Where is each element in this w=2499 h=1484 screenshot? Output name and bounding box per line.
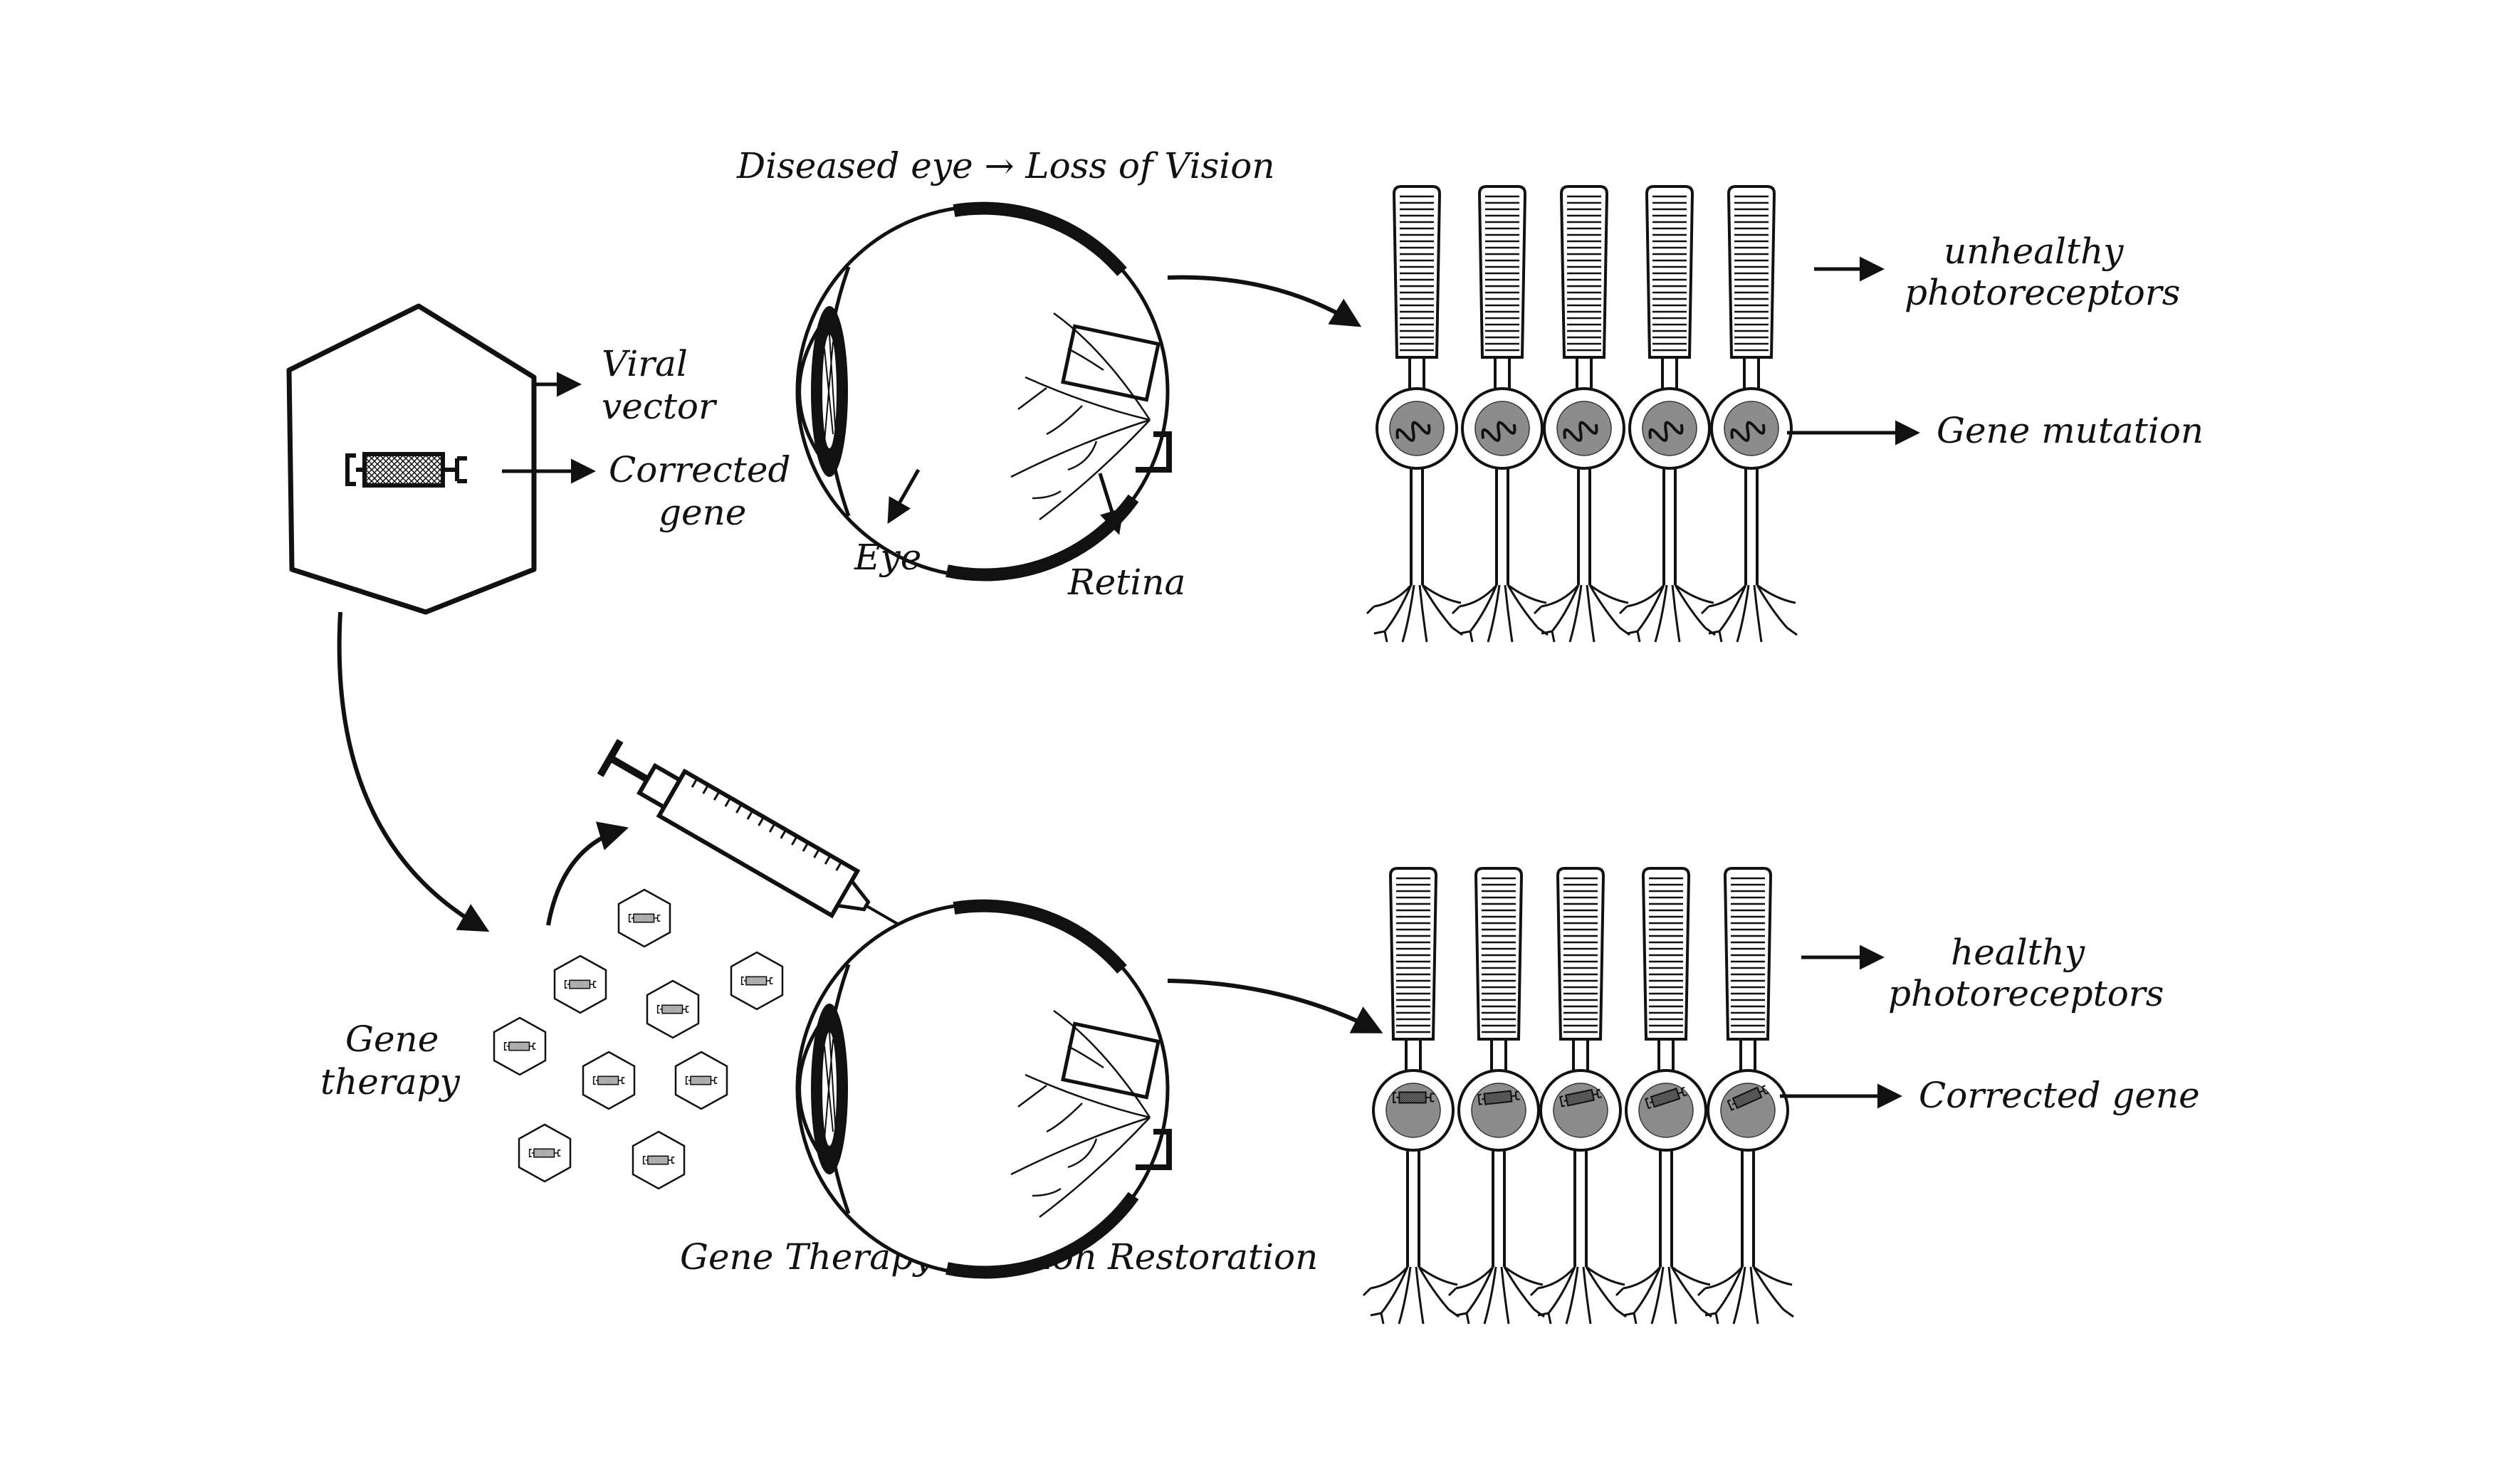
healthy-photoreceptor: [1362, 867, 1460, 1325]
gene-therapy-label-line1: Gene: [345, 1019, 439, 1060]
unhealthy-photoreceptor: [1533, 185, 1631, 643]
mutated-gene-coil-icon: [1481, 421, 1516, 442]
unhealthy-photoreceptor: [1451, 185, 1549, 643]
corrected-gene-row-label: Corrected gene: [1919, 1075, 2200, 1116]
mutated-gene-coil-icon: [1563, 421, 1598, 442]
eye-label: Eye: [854, 537, 921, 578]
healthy-photoreceptor: [1615, 867, 1713, 1325]
unhealthy-photoreceptor-row: [1366, 185, 1798, 643]
viral-particle-icon: [519, 1125, 570, 1182]
healthy-photoreceptor-row: [1362, 867, 1795, 1325]
retina-pointer-arrow: [1098, 473, 1124, 535]
retina-label: Retina: [1067, 562, 1185, 603]
mutated-gene-coil-icon: [1395, 421, 1431, 442]
mutated-gene-coil-icon: [1730, 421, 1766, 442]
diseased-eye-title: Diseased eye → Loss of Vision: [736, 145, 1275, 186]
viral-particle-icon: [619, 890, 670, 947]
corrected-gene-label-line1: Corrected: [609, 449, 790, 490]
healthy-photoreceptor: [1529, 867, 1628, 1325]
healthy-label-line2: photoreceptors: [1888, 973, 2164, 1014]
unhealthy-photoreceptor: [1618, 185, 1717, 643]
to-syringe-arrow: [546, 821, 629, 926]
gene-therapy-label-line2: therapy: [320, 1061, 461, 1103]
unhealthy-label-line2: photoreceptors: [1905, 272, 2180, 313]
viral-particle-icon: [731, 952, 782, 1009]
treated-eye: [797, 904, 1169, 1274]
to-gene-therapy-arrow: [337, 611, 490, 932]
viral-particle-icon: [555, 956, 606, 1013]
viral-particle-icon: [676, 1052, 727, 1109]
zoom-arrow-bottom: [1167, 979, 1383, 1033]
viral-particle-icon: [494, 1018, 545, 1075]
viral-vector-hexagon: [286, 303, 537, 615]
healthy-label-line1: healthy: [1951, 932, 2085, 973]
viral-vector-label-line2: vector: [602, 386, 718, 427]
gene-mutation-label: Gene mutation: [1937, 410, 2204, 451]
mutated-gene-coil-icon: [1648, 421, 1684, 442]
viral-particle-icon: [633, 1132, 684, 1189]
viral-vector-label-line1: Viral: [602, 343, 688, 384]
healthy-photoreceptor: [1697, 867, 1795, 1325]
viral-particle-cluster: [494, 890, 782, 1189]
eye-pointer-arrow: [887, 468, 921, 525]
healthy-photoreceptor: [1447, 867, 1546, 1325]
corrected-gene-label-line2: gene: [659, 492, 746, 533]
viral-particle-icon: [647, 981, 698, 1038]
unhealthy-photoreceptor: [1700, 185, 1798, 643]
unhealthy-label-line1: unhealthy: [1944, 231, 2124, 272]
viral-particle-icon: [583, 1052, 634, 1109]
unhealthy-photoreceptor: [1366, 185, 1464, 643]
zoom-arrow-top: [1167, 275, 1362, 327]
